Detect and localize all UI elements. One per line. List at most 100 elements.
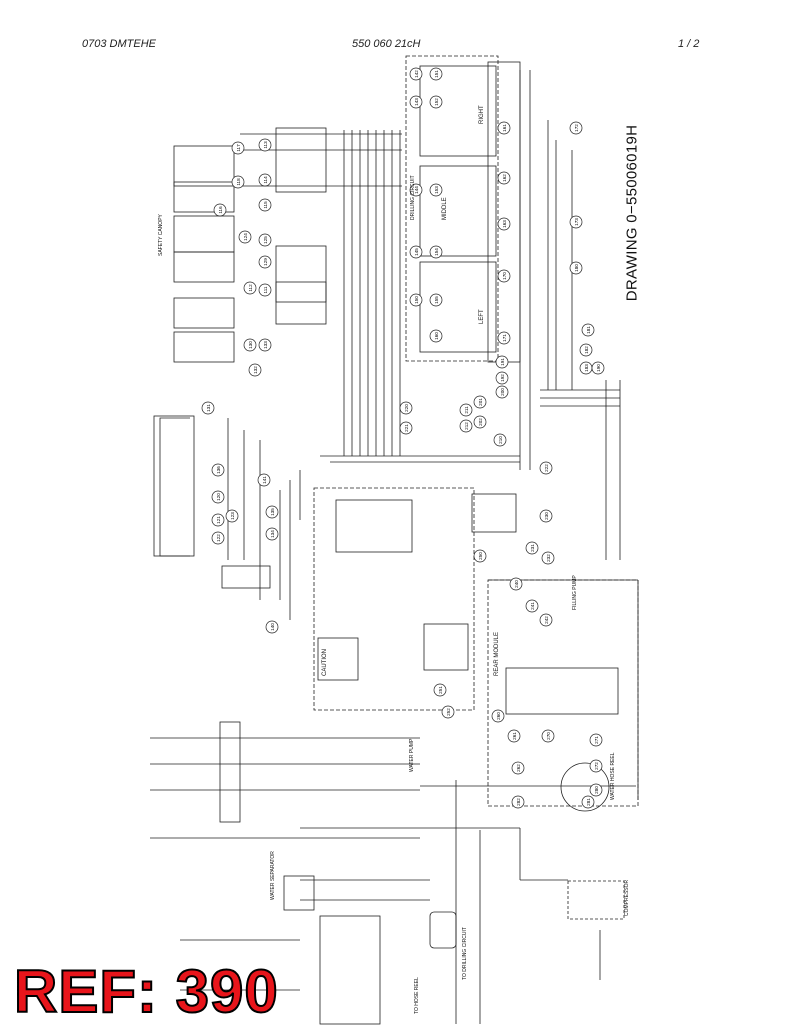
label-to-drilling-circuit: TO DRILLING CIRCUIT xyxy=(462,927,468,980)
callout-bubble: 222 xyxy=(539,461,553,475)
callout-number: 161 xyxy=(502,124,507,132)
callout-circle xyxy=(243,338,257,352)
callout-circle xyxy=(509,577,523,591)
callout-number: 160 xyxy=(434,332,439,340)
callout-number: 155 xyxy=(434,296,439,304)
callout-number: 250 xyxy=(478,552,483,560)
callout-number: 170 xyxy=(502,272,507,280)
callout-bubble: 115 xyxy=(258,198,272,212)
callout-number: 222 xyxy=(544,464,549,472)
callout-circle xyxy=(497,331,511,345)
callout-number: 135 xyxy=(270,508,275,516)
callout-number: 122 xyxy=(216,534,221,542)
callout-number: 144 xyxy=(414,186,419,194)
callout-bubble: 152 xyxy=(429,95,443,109)
callout-bubble: 221 xyxy=(399,421,413,435)
callout-bubble: 135 xyxy=(265,505,279,519)
callout-circle xyxy=(211,463,225,477)
callout-circle xyxy=(539,613,553,627)
callout-circle xyxy=(211,531,225,545)
callout-circle xyxy=(243,281,257,295)
callout-number: 115 xyxy=(263,201,268,209)
callout-circle xyxy=(231,175,245,189)
callout-number: 282 xyxy=(516,798,521,806)
callout-circle xyxy=(497,171,511,185)
callout-bubble: 242 xyxy=(539,613,553,627)
callout-bubble: 144 xyxy=(409,183,423,197)
callout-circle xyxy=(429,183,443,197)
callout-bubble: 143 xyxy=(409,95,423,109)
callout-bubble: 230 xyxy=(539,509,553,523)
callout-number: 260 xyxy=(496,712,501,720)
callout-circle xyxy=(258,255,272,269)
callout-number: 220 xyxy=(404,404,409,412)
callout-circle xyxy=(201,401,215,415)
callout-circle xyxy=(429,67,443,81)
callout-circle xyxy=(511,761,525,775)
callout-number: 153 xyxy=(434,186,439,194)
callout-circle xyxy=(409,183,423,197)
label-water-separator: WATER SEPARATOR xyxy=(270,851,276,900)
callout-number: 182 xyxy=(584,346,589,354)
callout-number: 181 xyxy=(586,326,591,334)
callout-bubble: 118 xyxy=(231,175,245,189)
callout-bubble: 202 xyxy=(473,415,487,429)
doc-code: 0703 DMTEHE xyxy=(82,38,156,50)
part-number: 550 060 21cH xyxy=(352,38,421,50)
callout-number: 240 xyxy=(514,580,519,588)
callout-circle xyxy=(497,121,511,135)
callout-circle xyxy=(459,419,473,433)
callout-bubble: 190 xyxy=(591,361,605,375)
callout-circle xyxy=(258,138,272,152)
callout-circle xyxy=(591,361,605,375)
callout-bubble: 154 xyxy=(429,245,443,259)
callout-circle xyxy=(525,541,539,555)
callout-number: 191 xyxy=(500,358,505,366)
label-compressor: COMPRESSOR xyxy=(624,879,630,916)
callout-number: 200 xyxy=(500,388,505,396)
callout-number: 143 xyxy=(414,98,419,106)
callout-number: 140 xyxy=(270,623,275,631)
callout-number: 173 xyxy=(574,218,579,226)
callout-number: 270 xyxy=(546,732,551,740)
callout-circle xyxy=(569,215,583,229)
callout-circle xyxy=(539,461,553,475)
label-middle: MIDDLE xyxy=(442,197,448,220)
callout-number: 123 xyxy=(230,512,235,520)
callout-circle xyxy=(225,509,239,523)
callout-number: 261 xyxy=(512,732,517,740)
callout-number: 190 xyxy=(596,364,601,372)
callout-circle xyxy=(258,173,272,187)
callout-number: 221 xyxy=(404,424,409,432)
callout-circle xyxy=(211,513,225,527)
callout-bubble: 117 xyxy=(231,141,245,155)
callout-circle xyxy=(257,473,271,487)
callout-number: 151 xyxy=(434,70,439,78)
callout-bubble: 260 xyxy=(491,709,505,723)
callout-bubble: 140 xyxy=(265,620,279,634)
callout-bubble: 161 xyxy=(497,121,511,135)
callout-bubble: 112 xyxy=(243,281,257,295)
callout-bubble: 145 xyxy=(409,245,423,259)
page-number: 1 / 2 xyxy=(678,38,700,50)
callout-number: 129 xyxy=(263,258,268,266)
callout-circle xyxy=(213,203,227,217)
callout-number: 162 xyxy=(502,174,507,182)
callout-bubble: 131 xyxy=(201,401,215,415)
ref-stamp: REF: 390 xyxy=(13,958,279,1025)
callout-circle xyxy=(258,283,272,297)
callout-bubble: 280 xyxy=(589,783,603,797)
callout-circle xyxy=(265,620,279,634)
callout-circle xyxy=(433,683,447,697)
callout-number: 125 xyxy=(263,236,268,244)
callout-number: 152 xyxy=(434,98,439,106)
callout-circle xyxy=(409,67,423,81)
callout-bubble: 121 xyxy=(211,513,225,527)
callout-number: 192 xyxy=(500,374,505,382)
label-left: LEFT xyxy=(479,309,485,324)
callout-number: 271 xyxy=(594,736,599,744)
callout-circle xyxy=(497,217,511,231)
callout-number: 251 xyxy=(438,686,443,694)
callout-bubble: 201 xyxy=(473,395,487,409)
